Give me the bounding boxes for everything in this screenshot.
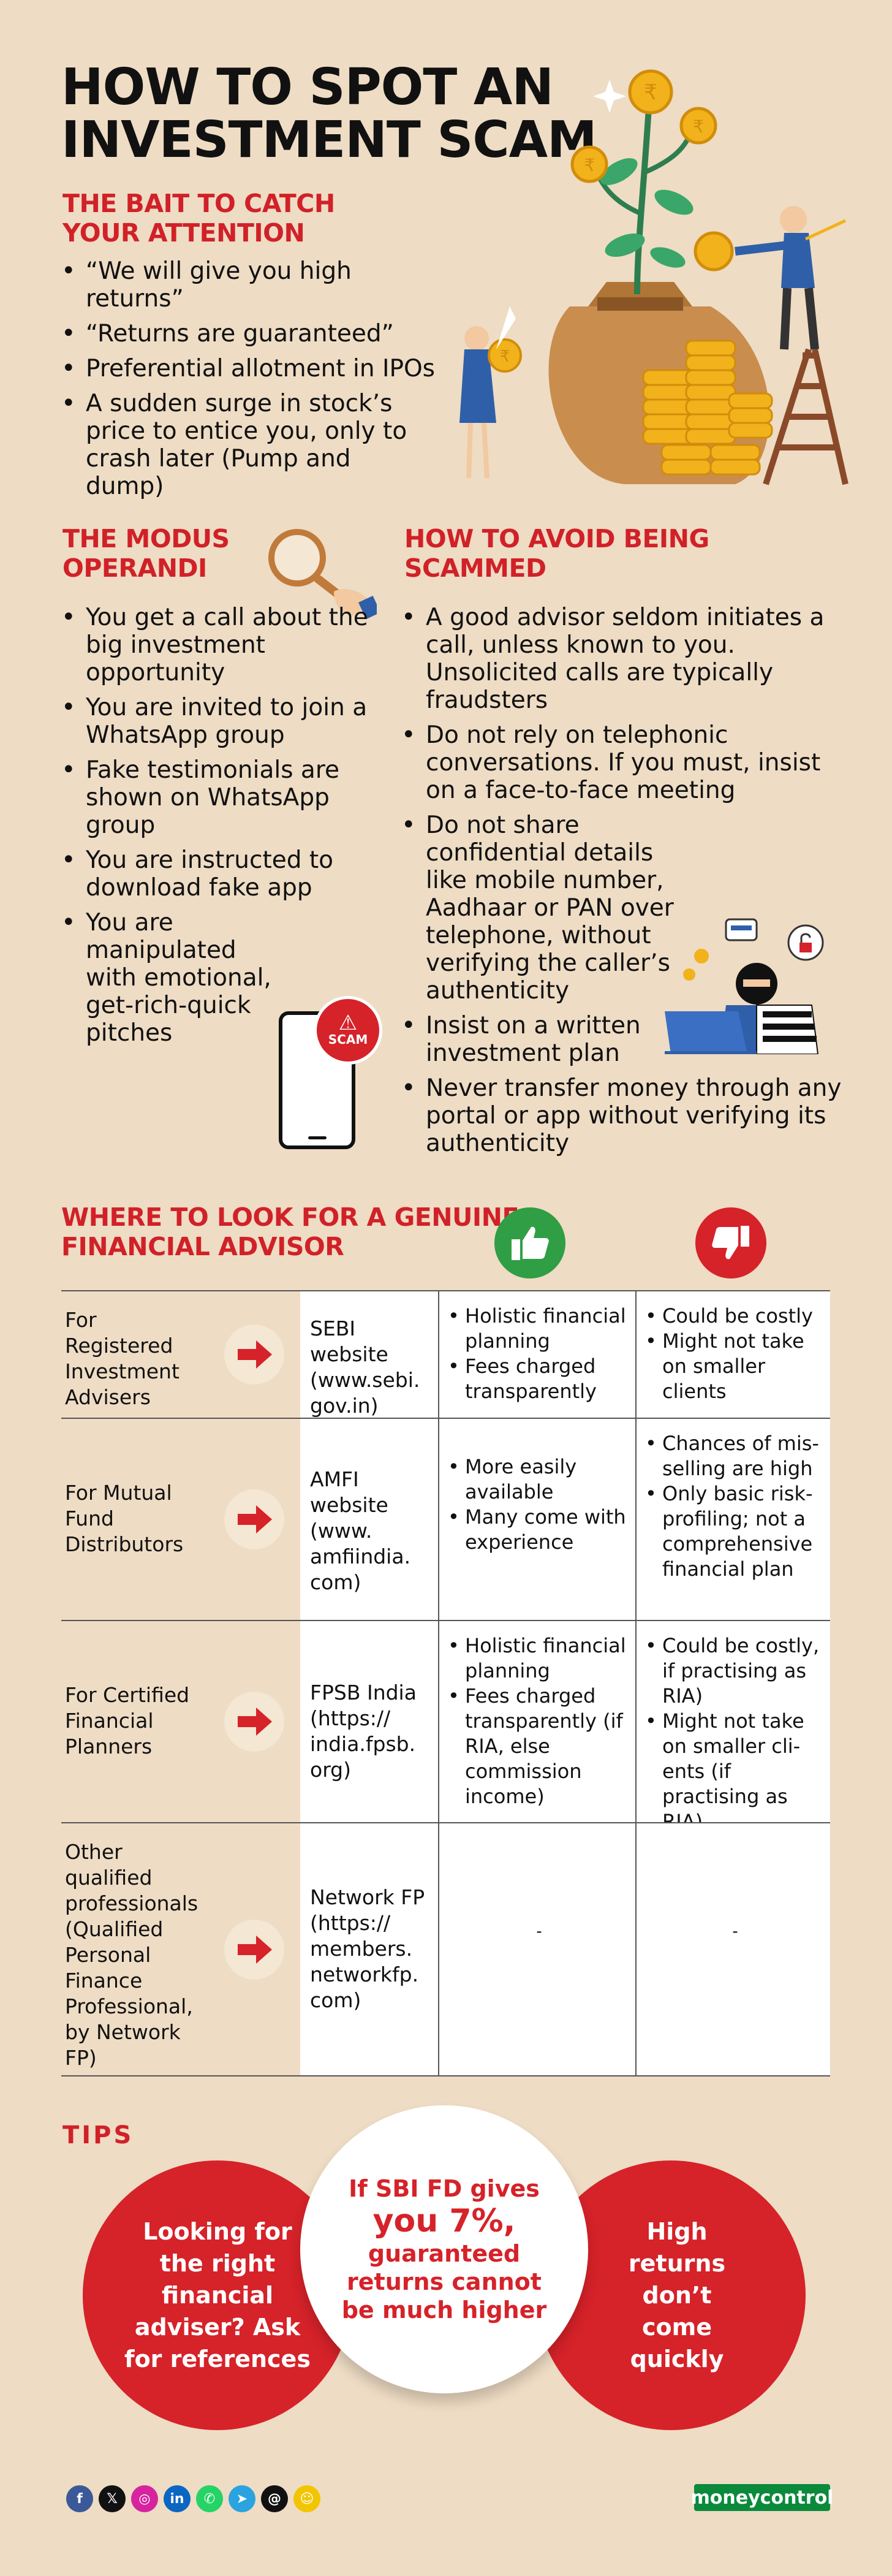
- svg-text:₹: ₹: [584, 155, 595, 175]
- avoid-list: A good advisor seldom initiates a call, …: [401, 604, 842, 1165]
- threads-icon[interactable]: @: [261, 2485, 288, 2512]
- list-item: “We will give you high returns”: [61, 257, 453, 313]
- money-tree-illustration: ₹ ₹ ₹ ₹: [459, 69, 849, 485]
- scam-badge: ⚠ SCAM: [314, 996, 382, 1065]
- list-item: Holistic financial planning: [447, 1633, 632, 1684]
- list-item: You are invited to join a WhatsApp group: [61, 694, 380, 749]
- arrow-right-icon: [224, 1489, 284, 1549]
- whatsapp-icon[interactable]: ✆: [196, 2485, 223, 2512]
- list-item: Insist on a written investment plan: [401, 1012, 659, 1067]
- tip-center: If SBI FD gives you 7%, guaranteed retur…: [300, 2105, 588, 2393]
- x-icon[interactable]: 𝕏: [99, 2485, 126, 2512]
- arrow-right-icon: [224, 1324, 284, 1385]
- telegram-icon[interactable]: ➤: [229, 2485, 255, 2512]
- list-item: A good advisor seldom initiates a call, …: [401, 604, 842, 714]
- tip-left: Looking for the right financial adviser?…: [83, 2160, 352, 2430]
- page-title: HOW TO SPOT AN INVESTMENT SCAM: [61, 58, 597, 169]
- list-item: Only basic risk-profiling; not a compreh…: [644, 1481, 826, 1582]
- list-item: Holistic financial planning: [447, 1304, 632, 1354]
- bait-heading: THE BAIT TO CATCH YOUR ATTENTION: [62, 189, 335, 248]
- table-row: Other qualified professionals (Qualified…: [61, 1822, 830, 2076]
- facebook-icon[interactable]: f: [66, 2485, 93, 2512]
- list-item: You are manipulated with emotional, get-…: [61, 909, 288, 1047]
- arrow-right-icon: [224, 1919, 284, 1980]
- linkedin-icon[interactable]: in: [164, 2485, 191, 2512]
- modus-list: You get a call about the big investment …: [61, 604, 380, 1054]
- snapchat-icon[interactable]: ☺: [293, 2485, 320, 2512]
- table-row: For Mutual Fund Distributors AMFI websit…: [61, 1418, 830, 1620]
- moneycontrol-logo: moneycontrol: [691, 2484, 833, 2511]
- list-item: A sudden surge in stock’s price to entic…: [61, 390, 429, 500]
- tips-heading: TIPS: [62, 2121, 134, 2149]
- list-item: Many come with experience: [447, 1505, 632, 1555]
- instagram-icon[interactable]: ◎: [131, 2485, 158, 2512]
- list-item: Chances of mis-selling are high: [644, 1431, 826, 1481]
- modus-heading: THE MODUS OPERANDI: [62, 524, 230, 583]
- list-item: Do not rely on telephonic conversations.…: [401, 721, 842, 804]
- table-row: For Registered Investment Advisers SEBI …: [61, 1290, 830, 1418]
- list-item: You get a call about the big investment …: [61, 604, 380, 686]
- svg-text:₹: ₹: [693, 116, 704, 137]
- advisor-table: For Registered Investment Advisers SEBI …: [61, 1290, 830, 2076]
- list-item: Might not take on smaller clients: [644, 1329, 826, 1404]
- arrow-right-icon: [224, 1692, 284, 1752]
- list-item: Could be costly: [644, 1304, 826, 1329]
- list-item: Preferential allotment in IPOs: [61, 355, 453, 382]
- where-heading: WHERE TO LOOK FOR A GENUINE FINANCIAL AD…: [61, 1203, 519, 1261]
- hacker-illustration: [665, 918, 824, 1054]
- thumbs-up-icon: [494, 1207, 565, 1279]
- list-item: Fake testimonials are shown on WhatsApp …: [61, 756, 380, 839]
- list-item: Might not take on smaller cli- ents (if …: [644, 1709, 826, 1834]
- bait-list: “We will give you high returns” “Returns…: [61, 257, 453, 507]
- thumbs-down-icon: [695, 1207, 766, 1279]
- list-item: More easily available: [447, 1454, 632, 1505]
- svg-text:₹: ₹: [644, 80, 657, 105]
- list-item: Never transfer money through any portal …: [401, 1074, 842, 1157]
- table-row: For Certified Financial Planners FPSB In…: [61, 1620, 830, 1833]
- list-item: You are instructed to download fake app: [61, 846, 380, 902]
- warning-icon: ⚠: [338, 1011, 358, 1035]
- avoid-heading: HOW TO AVOID BEING SCAMMED: [404, 524, 709, 583]
- list-item: Fees charged transparently: [447, 1354, 632, 1404]
- list-item: Fees charged transparently (if RIA, else…: [447, 1684, 632, 1809]
- svg-text:₹: ₹: [500, 348, 510, 366]
- list-item: Could be costly, if practising as RIA): [644, 1633, 826, 1709]
- list-item: “Returns are guaranteed”: [61, 320, 453, 348]
- list-item: Do not share confidential details like m…: [401, 811, 677, 1005]
